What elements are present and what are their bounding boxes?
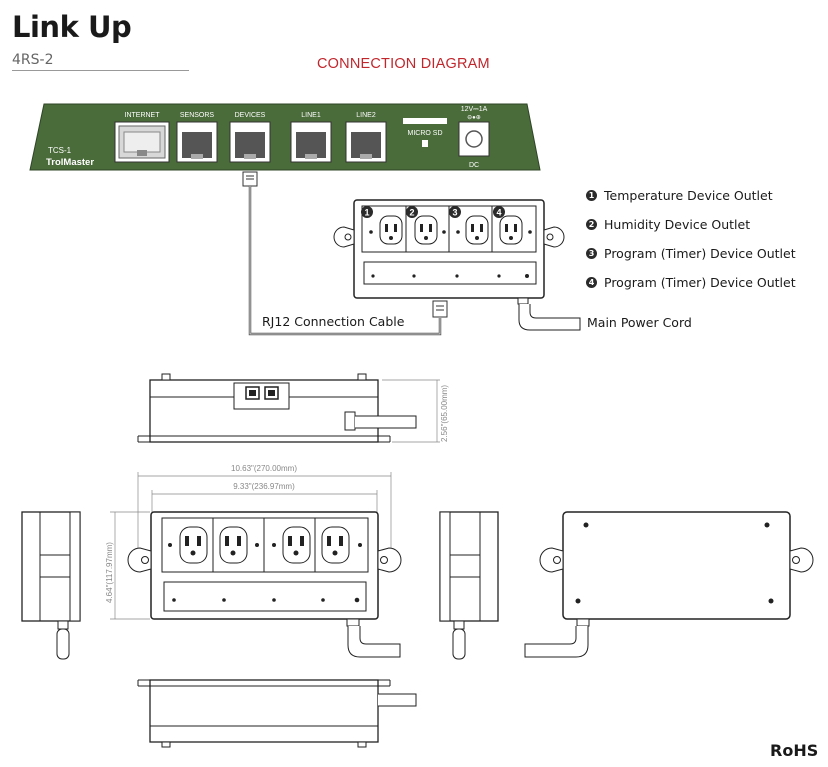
main-power-cord [517, 297, 581, 331]
depth-dimension: 4.64"(117.97mm) [105, 511, 150, 620]
port-label-line1: LINE1 [301, 112, 321, 119]
microsd-label: MICRO SD [408, 130, 443, 137]
front-outlet-1 [179, 526, 208, 564]
port-label-devices: DEVICES [235, 112, 266, 119]
outlet-badge-2: 2 [406, 206, 418, 218]
power-rating-label: 12V⎓1A [461, 106, 488, 113]
back-view-drawing [524, 511, 814, 658]
legend-item: 1 Temperature Device Outlet [586, 181, 796, 210]
front-outlet-3 [282, 526, 311, 564]
dc-jack-socket [465, 130, 483, 148]
dc-label: DC [469, 162, 479, 169]
controller-brand-logo: TrolMaster [46, 157, 94, 168]
diagram-title: CONNECTION DIAGRAM [317, 56, 490, 72]
outlet-box: 1 2 3 4 [333, 199, 565, 299]
line2-port [345, 121, 387, 163]
legend-badge-4: 4 [586, 277, 597, 288]
controller-model-label: TCS-1 [48, 146, 72, 155]
body-width-label: 9.33"(236.97mm) [233, 482, 295, 491]
total-width-label: 10.63"(270.00mm) [231, 464, 297, 473]
legend-text: Program (Timer) Device Outlet [604, 275, 796, 290]
outlet-1 [379, 215, 403, 245]
depth-dimension-label: 4.64"(117.97mm) [105, 542, 114, 603]
polarity-icon: ⊖●⊕ [467, 115, 481, 121]
legend-text: Program (Timer) Device Outlet [604, 246, 796, 261]
legend-text: Temperature Device Outlet [604, 188, 773, 203]
height-dimension: 2.56"(65.00mm) [382, 379, 449, 443]
rohs-mark: RoHS [770, 741, 819, 760]
svg-text:4: 4 [496, 208, 501, 218]
total-width-dimension: 10.63"(270.00mm) [137, 464, 392, 555]
rj12-cable [242, 171, 448, 336]
legend-badge-1: 1 [586, 190, 597, 201]
top-view-drawing [137, 373, 417, 443]
svg-text:2: 2 [409, 208, 414, 218]
svg-text:3: 3 [452, 208, 457, 218]
outlet-2 [414, 215, 438, 245]
internet-port [114, 121, 170, 163]
rj12-plug-bottom-icon [432, 300, 448, 318]
outlet-legend: 1 Temperature Device Outlet 2 Humidity D… [586, 181, 796, 297]
title-underline [12, 70, 189, 71]
front-outlet-2 [219, 526, 248, 564]
legend-badge-3: 3 [586, 248, 597, 259]
microsd-icon [422, 140, 428, 147]
legend-item: 3 Program (Timer) Device Outlet [586, 239, 796, 268]
right-side-view-drawing [439, 511, 499, 660]
microsd-slot [403, 118, 447, 124]
devices-port [229, 121, 271, 163]
controller-unit: TCS-1 TrolMaster INTERNET SENSORS DEVICE… [29, 103, 541, 171]
outlet-3 [465, 215, 489, 245]
line1-port [290, 121, 332, 163]
legend-item: 4 Program (Timer) Device Outlet [586, 268, 796, 297]
outlet-badge-1: 1 [361, 206, 373, 218]
port-label-line2: LINE2 [356, 112, 376, 119]
front-outlet-4 [321, 526, 350, 564]
sensors-port [176, 121, 218, 163]
port-label-internet: INTERNET [125, 112, 161, 119]
legend-item: 2 Humidity Device Outlet [586, 210, 796, 239]
body-width-dimension: 9.33"(236.97mm) [151, 482, 378, 512]
legend-badge-2: 2 [586, 219, 597, 230]
page-title: Link Up [12, 10, 132, 44]
bottom-view-drawing [137, 679, 417, 748]
power-cord-label: Main Power Cord [587, 315, 692, 330]
outlet-badge-4: 4 [493, 206, 505, 218]
left-side-view-drawing [21, 511, 81, 660]
rj12-cable-label: RJ12 Connection Cable [262, 314, 405, 329]
dc-jack [458, 121, 490, 157]
outlet-4 [499, 215, 523, 245]
svg-text:1: 1 [364, 208, 369, 218]
outlet-badge-3: 3 [449, 206, 461, 218]
front-view-drawing [127, 511, 402, 658]
port-label-sensors: SENSORS [180, 112, 215, 119]
height-dimension-label: 2.56"(65.00mm) [440, 385, 449, 442]
model-number: 4RS-2 [12, 52, 54, 68]
legend-text: Humidity Device Outlet [604, 217, 751, 232]
